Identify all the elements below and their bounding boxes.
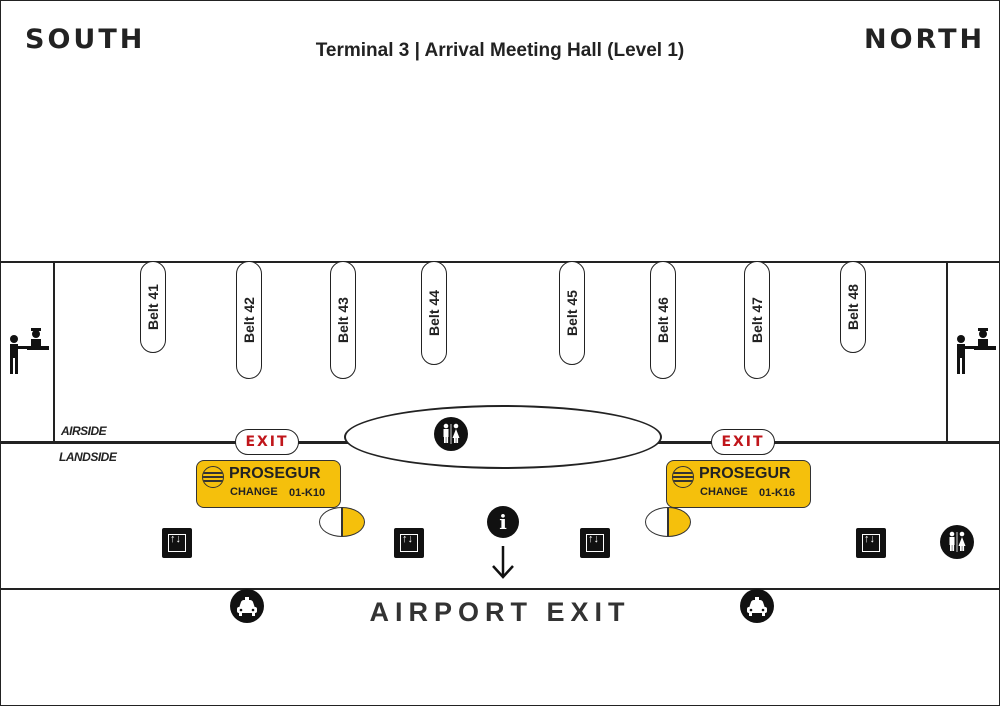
belt-label: Belt 45: [564, 290, 581, 336]
elevator-icon: ↑↓: [394, 528, 424, 558]
central-restroom-area: [344, 405, 662, 469]
belt-label: Belt 41: [145, 284, 162, 330]
belt-label: Belt 48: [845, 284, 862, 330]
exchange-change-label: CHANGE: [700, 486, 748, 498]
restroom-icon: [434, 417, 468, 451]
exit-corridor-wall: [0, 588, 1000, 590]
taxi-icon: [740, 589, 774, 623]
landside-label: LANDSIDE: [59, 450, 117, 464]
currency-exchange-north[interactable]: PROSEGUR CHANGE 01-K16: [666, 460, 811, 508]
elevator-icon: ↑↓: [580, 528, 610, 558]
information-icon[interactable]: i: [487, 506, 519, 538]
belt-label: Belt 46: [655, 297, 672, 343]
south-label: SOUTH: [25, 24, 146, 55]
belt-label: Belt 43: [335, 297, 352, 343]
belt-label: Belt 42: [241, 297, 258, 343]
belt-41[interactable]: Belt 41: [140, 261, 166, 353]
belt-label: Belt 44: [426, 290, 443, 336]
passport-control-icon: [952, 326, 996, 383]
airport-exit-label: AIRPORT EXIT: [369, 597, 631, 627]
belt-45[interactable]: Belt 45: [559, 261, 585, 365]
belt-label: Belt 47: [749, 297, 766, 343]
exchange-change-label: CHANGE: [230, 486, 278, 498]
belt-47[interactable]: Belt 47: [744, 261, 770, 379]
restroom-icon: [940, 525, 974, 559]
elevator-icon: ↑↓: [162, 528, 192, 558]
exchange-location-code: 01-K16: [759, 487, 796, 499]
south-passport-wall: [53, 261, 55, 442]
exchange-counter-north: [645, 507, 691, 537]
elevator-icon: ↑↓: [856, 528, 886, 558]
exchange-name: PROSEGUR: [699, 465, 791, 482]
exit-sign-south[interactable]: EXIT: [235, 429, 299, 455]
belt-46[interactable]: Belt 46: [650, 261, 676, 379]
hall-top-wall: [0, 261, 1000, 263]
north-label: NORTH: [864, 24, 986, 55]
map-title: Terminal 3 | Arrival Meeting Hall (Level…: [315, 40, 685, 61]
currency-exchange-south[interactable]: PROSEGUR CHANGE 01-K10: [196, 460, 341, 508]
exchange-name: PROSEGUR: [229, 465, 321, 482]
belt-44[interactable]: Belt 44: [421, 261, 447, 365]
exchange-counter-south: [319, 507, 365, 537]
north-passport-wall: [946, 261, 948, 442]
exit-sign-north[interactable]: EXIT: [711, 429, 775, 455]
exchange-location-code: 01-K10: [289, 487, 326, 499]
airside-label: AIRSIDE: [61, 424, 107, 438]
currency-exchange-icon: [672, 466, 694, 488]
belt-42[interactable]: Belt 42: [236, 261, 262, 379]
taxi-icon: [230, 589, 264, 623]
currency-exchange-icon: [202, 466, 224, 488]
passport-control-icon: [5, 326, 49, 383]
down-arrow-icon: [490, 544, 516, 585]
belt-48[interactable]: Belt 48: [840, 261, 866, 353]
belt-43[interactable]: Belt 43: [330, 261, 356, 379]
